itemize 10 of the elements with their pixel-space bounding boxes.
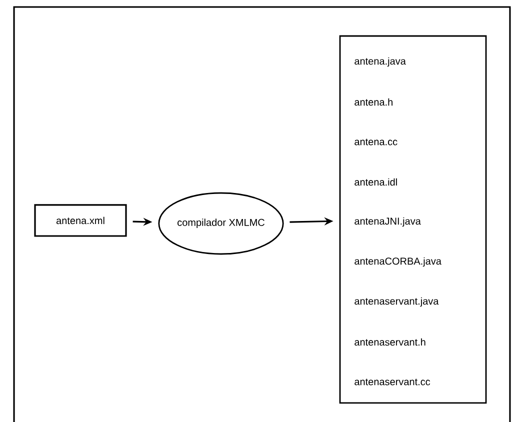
file-name: antenaJNI.java [354, 217, 421, 227]
file-name: antena.idl [354, 178, 397, 186]
input-file-box: antena.xml [34, 204, 127, 237]
file-name: antenaservant.h [354, 338, 426, 346]
file-name: antenaservant.cc [354, 378, 430, 386]
file-name: antenaCORBA.java [354, 257, 442, 267]
file-name: antena.h [354, 98, 392, 106]
file-name: antena.java [354, 57, 406, 67]
file-name: antenaservant.java [354, 297, 439, 307]
file-name: antena.cc [354, 138, 398, 146]
